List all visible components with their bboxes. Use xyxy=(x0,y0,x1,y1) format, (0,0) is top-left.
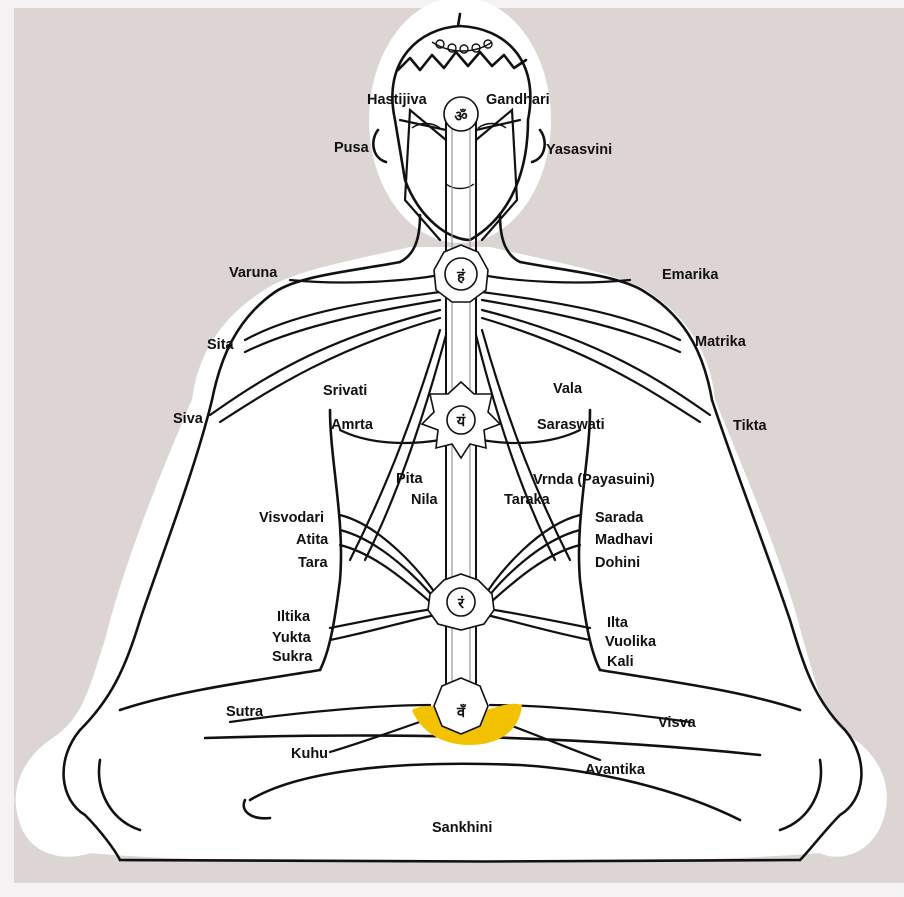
label-sita: Sita xyxy=(207,337,235,353)
label-tara: Tara xyxy=(298,555,328,571)
root-chakra-glyph: वँ xyxy=(456,703,466,721)
label-dohini: Dohini xyxy=(595,555,640,571)
label-vala: Vala xyxy=(553,381,583,397)
label-hastijiva: Hastijiva xyxy=(367,92,428,108)
root-chakra: वँ xyxy=(434,678,488,734)
label-pusa: Pusa xyxy=(334,140,370,156)
label-visvodari: Visvodari xyxy=(259,510,324,526)
label-sankhini: Sankhini xyxy=(432,820,492,836)
crown-chakra-glyph: ॐ xyxy=(454,108,467,125)
label-vuolika: Vuolika xyxy=(605,634,657,650)
label-nila: Nila xyxy=(411,492,439,508)
label-taraka: Taraka xyxy=(504,492,551,508)
heart-chakra-glyph: यं xyxy=(456,413,466,430)
throat-chakra-glyph: हं xyxy=(456,268,466,285)
label-gandhari: Gandhari xyxy=(486,92,550,108)
label-yasasvini: Yasasvini xyxy=(546,142,612,158)
label-saraswati: Saraswati xyxy=(537,417,605,433)
label-atita: Atita xyxy=(296,532,329,548)
label-amrta: Amrta xyxy=(331,417,374,433)
label-yukta: Yukta xyxy=(272,630,312,646)
label-varuna: Varuna xyxy=(229,265,278,281)
label-matrika: Matrika xyxy=(695,334,747,350)
label-madhavi: Madhavi xyxy=(595,532,653,548)
label-kali: Kali xyxy=(607,654,634,670)
label-iltika: Iltika xyxy=(277,609,311,625)
label-ilta: Ilta xyxy=(607,615,629,631)
label-visva: Visva xyxy=(658,715,697,731)
label-sarada: Sarada xyxy=(595,510,644,526)
label-kuhu: Kuhu xyxy=(291,746,328,762)
label-pita: Pita xyxy=(396,471,424,487)
label-vrnda: Vrnda (Payasuini) xyxy=(533,472,655,488)
label-emarika: Emarika xyxy=(662,267,719,283)
navel-chakra-glyph: रं xyxy=(457,595,465,612)
label-srivati: Srivati xyxy=(323,383,367,399)
label-siva: Siva xyxy=(173,411,204,427)
label-avantika: Avantika xyxy=(585,762,646,778)
label-sukra: Sukra xyxy=(272,649,313,665)
crown-chakra: ॐ xyxy=(444,97,478,131)
label-tikta: Tikta xyxy=(733,418,768,434)
label-sutra: Sutra xyxy=(226,704,264,720)
